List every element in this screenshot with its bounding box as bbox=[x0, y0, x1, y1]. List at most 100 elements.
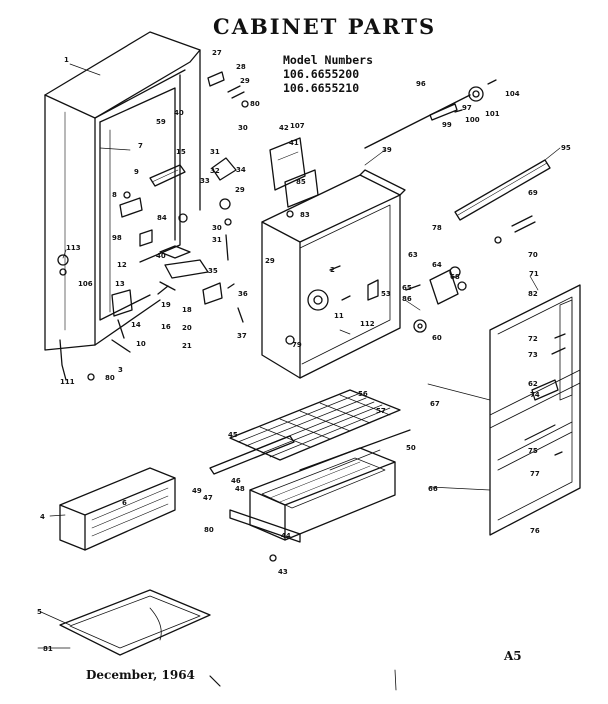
callout: 15 bbox=[176, 148, 186, 156]
callout: 80 bbox=[204, 526, 214, 534]
callout: 77 bbox=[530, 470, 540, 478]
callout: 86 bbox=[402, 295, 412, 303]
callout: 80 bbox=[105, 374, 115, 382]
callout: 31 bbox=[210, 148, 220, 156]
callout-numbers: 1 2 3 4 5 6 7 8 9 10 11 12 13 14 15 16 1… bbox=[37, 49, 571, 653]
callout: 72 bbox=[528, 335, 538, 343]
footer-date: December, 1964 bbox=[86, 668, 195, 682]
callout: 6 bbox=[122, 499, 127, 507]
callout-leader-lines bbox=[40, 63, 561, 626]
callout: 37 bbox=[237, 332, 247, 340]
cabinet-hardware bbox=[57, 71, 249, 381]
callout: 95 bbox=[561, 144, 571, 152]
callout: 73 bbox=[528, 351, 538, 359]
callout: 60 bbox=[432, 334, 442, 342]
callout: 101 bbox=[485, 110, 500, 118]
callout: 40 bbox=[174, 109, 184, 117]
callout: 10 bbox=[136, 340, 146, 348]
callout: 5 bbox=[37, 608, 42, 616]
crisper-rail bbox=[454, 159, 551, 244]
callout: 34 bbox=[236, 166, 246, 174]
callout: 47 bbox=[203, 494, 213, 502]
model-numbers-heading: Model Numbers bbox=[283, 53, 374, 67]
wire-shelf bbox=[229, 389, 401, 461]
callout: 67 bbox=[430, 400, 440, 408]
callout: 99 bbox=[442, 121, 452, 129]
callout: 29 bbox=[235, 186, 245, 194]
callout: 21 bbox=[182, 342, 192, 350]
callout: 66 bbox=[428, 485, 438, 493]
callout: 98 bbox=[112, 234, 122, 242]
callout: 53 bbox=[381, 290, 391, 298]
drain-pan bbox=[37, 589, 211, 656]
callout: 84 bbox=[157, 214, 167, 222]
door-liner-panel bbox=[489, 284, 581, 536]
callout: 68 bbox=[450, 273, 460, 281]
callout: 44 bbox=[281, 532, 291, 540]
callout: 3 bbox=[118, 366, 123, 374]
footer-mark-right bbox=[394, 669, 397, 691]
callout: 19 bbox=[161, 301, 171, 309]
callout: 100 bbox=[465, 116, 480, 124]
callout: 9 bbox=[134, 168, 139, 176]
freezer-compartment bbox=[261, 169, 406, 379]
callout: 35 bbox=[208, 267, 218, 275]
callout: 96 bbox=[416, 80, 426, 88]
callout: 57 bbox=[376, 407, 386, 415]
callout: 33 bbox=[200, 177, 210, 185]
callout: 76 bbox=[530, 527, 540, 535]
callout: 113 bbox=[66, 244, 81, 252]
callout: 71 bbox=[529, 270, 539, 278]
callout: 18 bbox=[182, 306, 192, 314]
callout: 49 bbox=[192, 487, 202, 495]
callout: 69 bbox=[528, 189, 538, 197]
callout: 7 bbox=[138, 142, 143, 150]
evaporator-fittings bbox=[269, 137, 319, 218]
callout: 79 bbox=[292, 341, 302, 349]
control-assembly bbox=[405, 266, 467, 333]
callout: 2 bbox=[330, 266, 335, 274]
callout: 112 bbox=[360, 320, 375, 328]
callout: 1 bbox=[64, 56, 69, 64]
callout: 62 bbox=[528, 380, 538, 388]
model-number-2: 106.6655210 bbox=[283, 81, 360, 95]
model-number-1: 106.6655200 bbox=[283, 67, 360, 81]
callout: 4 bbox=[40, 513, 45, 521]
footer-mark bbox=[209, 675, 221, 687]
callout: 29 bbox=[265, 257, 275, 265]
callout: 28 bbox=[236, 63, 246, 71]
outer-cabinet-shell bbox=[44, 31, 201, 351]
callout: 36 bbox=[238, 290, 248, 298]
callout: 20 bbox=[182, 324, 192, 332]
callout: 8 bbox=[112, 191, 117, 199]
callout: 78 bbox=[432, 224, 442, 232]
callout: 50 bbox=[406, 444, 416, 452]
callout: 48 bbox=[235, 485, 245, 493]
callout: 70 bbox=[528, 251, 538, 259]
callout: 59 bbox=[156, 118, 166, 126]
callout: 27 bbox=[212, 49, 222, 57]
callout: 107 bbox=[290, 122, 305, 130]
callout: 82 bbox=[528, 290, 538, 298]
callout: 30 bbox=[238, 124, 248, 132]
callout: 74 bbox=[530, 391, 540, 399]
callout: 41 bbox=[289, 139, 299, 147]
callout: 63 bbox=[408, 251, 418, 259]
callout: 106 bbox=[78, 280, 93, 288]
callout: 14 bbox=[131, 321, 141, 329]
callout: 16 bbox=[161, 323, 171, 331]
callout: 11 bbox=[334, 312, 344, 320]
callout: 39 bbox=[382, 146, 392, 154]
crisper-drawer bbox=[229, 447, 396, 562]
callout: 111 bbox=[60, 378, 75, 386]
callout: 83 bbox=[300, 211, 310, 219]
callout: 65 bbox=[402, 284, 412, 292]
page-title: CABINET PARTS bbox=[213, 14, 437, 39]
callout: 85 bbox=[296, 178, 306, 186]
callout: 80 bbox=[250, 100, 260, 108]
callout: 56 bbox=[358, 390, 368, 398]
callout: 43 bbox=[278, 568, 288, 576]
control-rod-assembly bbox=[364, 79, 497, 149]
